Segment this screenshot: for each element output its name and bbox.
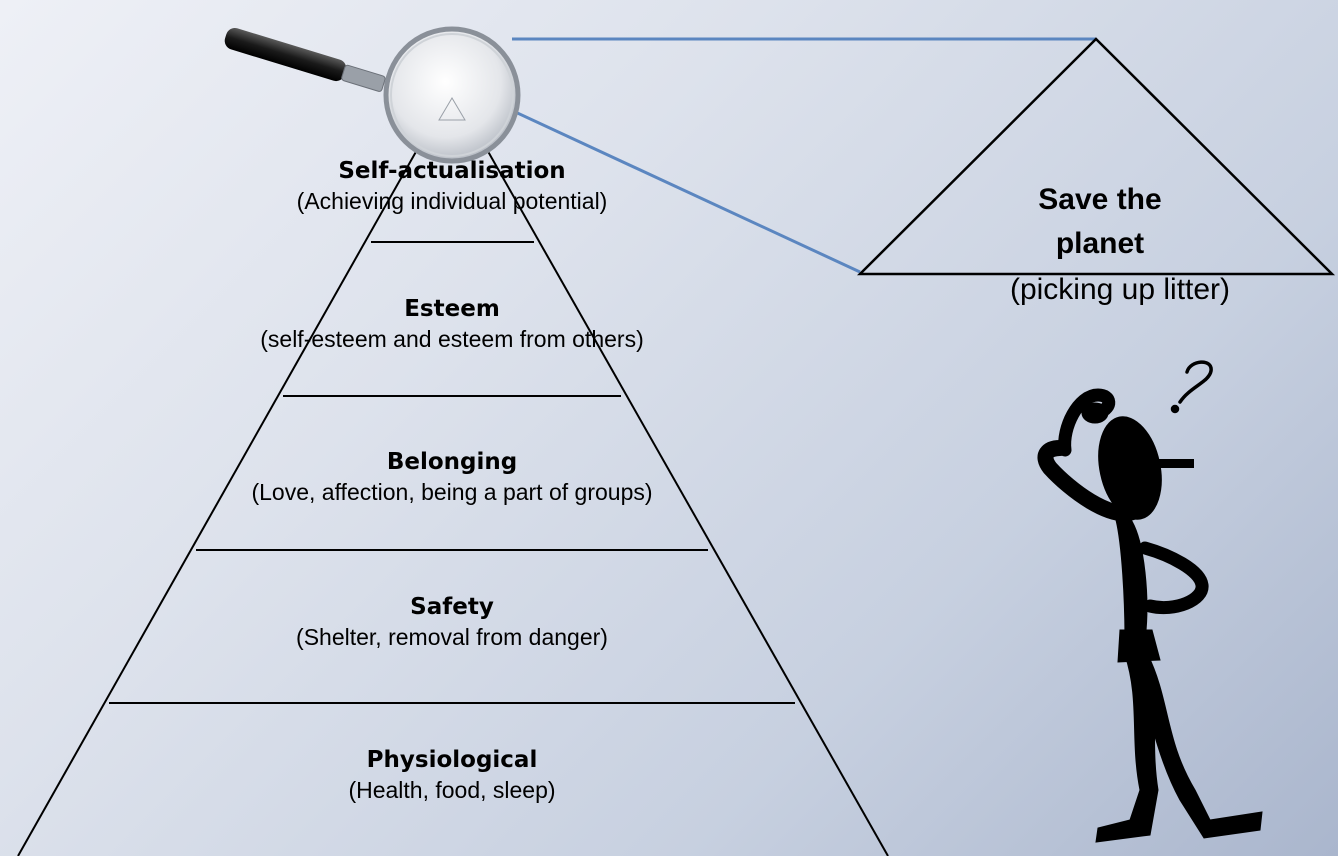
zoom-triangle (856, 37, 1336, 276)
stick-figure-icon (1037, 388, 1263, 843)
pyramid-level-physiological: Physiological (Health, food, sleep) (152, 745, 752, 805)
level-title: Physiological (366, 747, 538, 773)
level-description: (Love, affection, being a part of groups… (251, 479, 653, 505)
connector-line (497, 102, 861, 274)
level-title: Safety (410, 594, 494, 620)
zoom-triangle-subtitle: (picking up litter) (1009, 273, 1231, 306)
pyramid-level-belonging: Belonging (Love, affection, being a part… (112, 447, 792, 507)
magnifying-glass-icon (224, 26, 521, 164)
pyramid-level-self-actualisation: Self-actualisation (Achieving individual… (212, 156, 692, 216)
level-title: Self-actualisation (338, 158, 566, 184)
pyramid-left-edge (17, 87, 453, 856)
question-mark-icon (1170, 360, 1213, 414)
pyramid-level-esteem: Esteem (self-esteem and esteem from othe… (152, 294, 752, 354)
pyramid-outline (17, 87, 889, 856)
pyramid-level-safety: Safety (Shelter, removal from danger) (152, 592, 752, 652)
zoom-triangle-title: Save the planet (1038, 183, 1162, 260)
pyramid-right-edge (451, 87, 889, 856)
level-title: Belonging (386, 449, 518, 475)
level-description: (Shelter, removal from danger) (296, 624, 608, 650)
level-description: (Health, food, sleep) (348, 777, 556, 803)
zoom-connectors (497, 37, 1096, 274)
level-description: (Achieving individual potential) (296, 188, 608, 214)
level-title: Esteem (404, 296, 500, 322)
level-description: (self-esteem and esteem from others) (260, 326, 644, 352)
